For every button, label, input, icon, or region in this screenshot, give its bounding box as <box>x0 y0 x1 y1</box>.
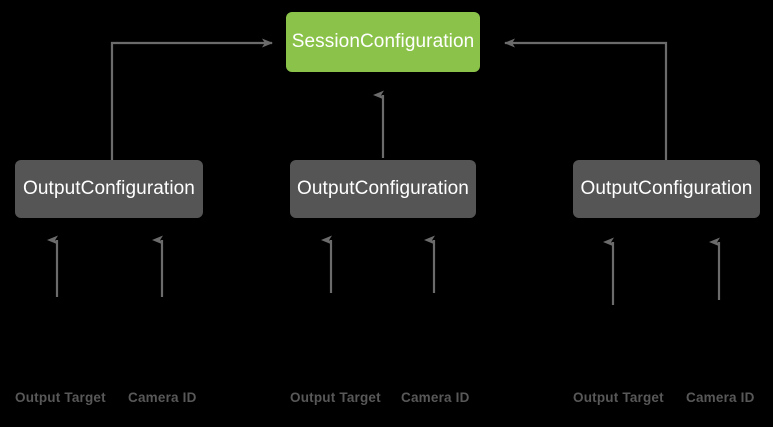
node-output-configuration-left[interactable]: OutputConfiguration <box>15 160 203 218</box>
leaf-label-left-output-target: Output Target <box>15 390 106 405</box>
leaf-label-right-camera-id: Camera ID <box>686 390 755 405</box>
node-output-configuration-right-label: OutputConfiguration <box>580 178 753 199</box>
edge-left-output-to-session <box>110 38 273 160</box>
node-output-configuration-left-label: OutputConfiguration <box>23 178 195 199</box>
leaf-label-left-camera-id: Camera ID <box>128 390 197 405</box>
node-session-configuration-label: SessionConfiguration <box>291 31 475 52</box>
leaf-label-middle-output-target: Output Target <box>290 390 381 405</box>
edge-right-output-to-session <box>504 38 668 160</box>
node-output-configuration-middle-label: OutputConfiguration <box>297 178 469 199</box>
leaf-label-right-output-target: Output Target <box>573 390 664 405</box>
leaf-label-middle-camera-id: Camera ID <box>401 390 470 405</box>
node-output-configuration-right[interactable]: OutputConfiguration <box>573 160 760 218</box>
node-output-configuration-middle[interactable]: OutputConfiguration <box>290 160 476 218</box>
node-session-configuration[interactable]: SessionConfiguration <box>286 12 480 72</box>
